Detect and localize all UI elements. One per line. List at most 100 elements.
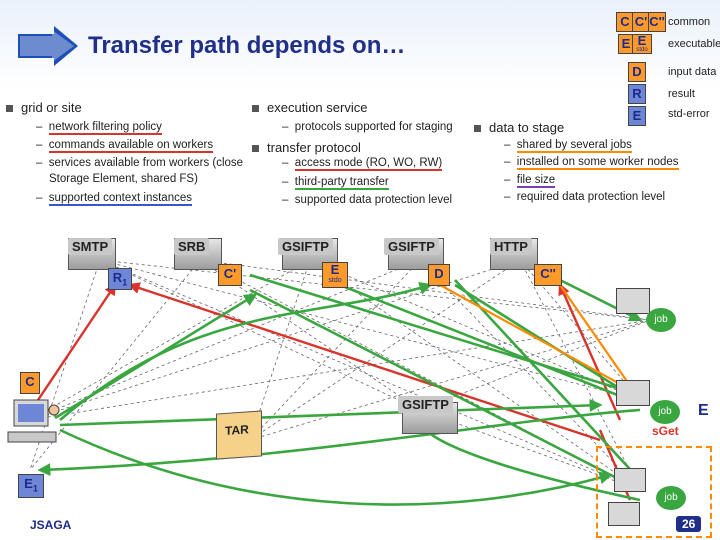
node-e1: E1 xyxy=(18,474,44,498)
data-item-1-text: shared by several jobs xyxy=(516,139,632,153)
legend-chip-e-stdo-sub: stdo xyxy=(636,47,648,53)
legend-label-common: common xyxy=(668,16,711,28)
legend-label-result: result xyxy=(668,88,695,100)
grid-item-3b: Storage Element, shared FS) xyxy=(49,173,198,185)
legend-chip-e: E xyxy=(618,34,634,54)
grid-item-1-text: network filtering policy xyxy=(48,121,162,135)
grid-heading: grid or site xyxy=(6,100,82,115)
transfer-item-2-text: third-party transfer xyxy=(294,176,389,190)
job-badge: job xyxy=(650,400,680,424)
arrow-logo-icon xyxy=(18,26,78,66)
node-e-stdo-sub: stdo xyxy=(328,277,342,284)
dash: – xyxy=(36,139,43,151)
transfer-heading-text: transfer protocol xyxy=(267,140,361,155)
dash: – xyxy=(282,194,289,206)
execution-item-1: – protocols supported for staging xyxy=(282,121,453,133)
footer-brand: JSAGA xyxy=(30,518,72,532)
job-label: job xyxy=(658,406,672,417)
data-heading: data to stage xyxy=(474,120,564,135)
worker-node-2[interactable]: job xyxy=(612,376,682,432)
grid-item-2: – commands available on workers xyxy=(36,139,214,153)
worker-node-1[interactable]: job xyxy=(612,284,676,334)
server-label-gsiftp-1: GSIFTP xyxy=(278,238,333,255)
execution-heading-text: execution service xyxy=(267,100,368,115)
job-label: job xyxy=(664,492,678,503)
legend-chip-e-error: E xyxy=(628,106,646,126)
legend-chip-d: D xyxy=(628,62,646,82)
server-gsiftp-3[interactable]: GSIFTP xyxy=(396,396,462,436)
legend-chip-c: C xyxy=(616,12,634,32)
node-r1-label: R xyxy=(112,270,123,285)
red-paths xyxy=(29,282,632,501)
server-label-srb: SRB xyxy=(174,238,210,255)
server-smtp[interactable]: SMTP xyxy=(62,232,122,272)
node-e1-label: E xyxy=(24,476,33,491)
server-srb[interactable]: SRB xyxy=(168,232,228,272)
node-e-stdo: E stdo xyxy=(322,262,348,288)
legend-chip-e-stdo-label: E xyxy=(637,33,647,48)
dash: – xyxy=(36,192,43,204)
legend: C C' C'' common E E stdo executable D in… xyxy=(616,8,720,126)
node-e-stdo-label: E xyxy=(330,262,340,277)
page-number: 26 xyxy=(676,516,702,532)
server-label-smtp: SMTP xyxy=(68,238,113,255)
dash: – xyxy=(36,157,43,169)
execution-heading: execution service xyxy=(252,100,367,115)
grid-item-3: – services available from workers (close xyxy=(36,157,243,169)
node-r1-sub: 1 xyxy=(122,277,128,288)
tar-label: TAR xyxy=(225,422,249,438)
green-paths xyxy=(37,273,643,506)
server-label-gsiftp-3: GSIFTP xyxy=(398,396,453,413)
worker-cluster[interactable]: job xyxy=(596,446,712,538)
dash: – xyxy=(504,139,511,151)
sget-label: sGet xyxy=(652,424,679,438)
legend-label-std-error: std-error xyxy=(668,108,710,120)
data-item-3: – file size xyxy=(504,174,556,188)
transfer-item-3: – supported data protection level xyxy=(282,194,452,206)
data-item-3-text: file size xyxy=(516,174,556,188)
legend-label-executable: executable xyxy=(668,38,720,50)
dash: – xyxy=(36,121,43,133)
grid-heading-text: grid or site xyxy=(21,100,82,115)
legend-chip-r: R xyxy=(628,84,646,104)
data-item-2-text: installed on some worker nodes xyxy=(516,156,679,170)
node-c: C xyxy=(20,372,40,394)
server-http[interactable]: HTTP xyxy=(484,232,544,272)
transfer-heading: transfer protocol xyxy=(252,140,361,155)
legend-chip-c-dprime: C'' xyxy=(648,12,666,32)
legend-label-input-data: input data xyxy=(668,66,717,78)
title-band xyxy=(0,0,720,90)
user-workstation-icon[interactable] xyxy=(6,398,62,448)
page-title: Transfer path depends on… xyxy=(88,32,406,59)
grid-item-4: – supported context instances xyxy=(36,192,192,206)
node-e-right: E xyxy=(698,402,709,419)
execution-item-1-text: protocols supported for staging xyxy=(294,121,453,133)
node-c-prime: C' xyxy=(218,264,242,286)
worker-screen xyxy=(608,502,640,526)
node-c-dprime: C'' xyxy=(534,264,562,286)
data-item-4: – required data protection level xyxy=(504,191,665,203)
job-badge: job xyxy=(646,308,676,332)
tar-archive[interactable]: TAR xyxy=(216,410,262,460)
dash: – xyxy=(504,174,511,186)
server-label-http: HTTP xyxy=(490,238,532,255)
server-label-gsiftp-2: GSIFTP xyxy=(384,238,439,255)
transfer-item-2: – third-party transfer xyxy=(282,176,389,190)
data-item-4-text: required data protection level xyxy=(516,191,666,203)
legend-chip-e-stdo: E stdo xyxy=(632,34,652,54)
node-r1: R1 xyxy=(108,268,132,290)
dash: – xyxy=(282,157,289,169)
dash: – xyxy=(504,191,511,203)
node-e1-sub: 1 xyxy=(32,483,38,494)
transfer-item-1: – access mode (RO, WO, RW) xyxy=(282,157,443,171)
dash: – xyxy=(282,121,289,133)
job-badge: job xyxy=(656,486,686,510)
data-item-2: – installed on some worker nodes xyxy=(504,156,679,170)
dash: – xyxy=(282,176,289,188)
grid-item-4-text: supported context instances xyxy=(48,192,192,206)
worker-screen xyxy=(616,380,650,406)
worker-screen xyxy=(616,288,650,314)
data-heading-text: data to stage xyxy=(489,120,565,135)
dash: – xyxy=(504,156,511,168)
